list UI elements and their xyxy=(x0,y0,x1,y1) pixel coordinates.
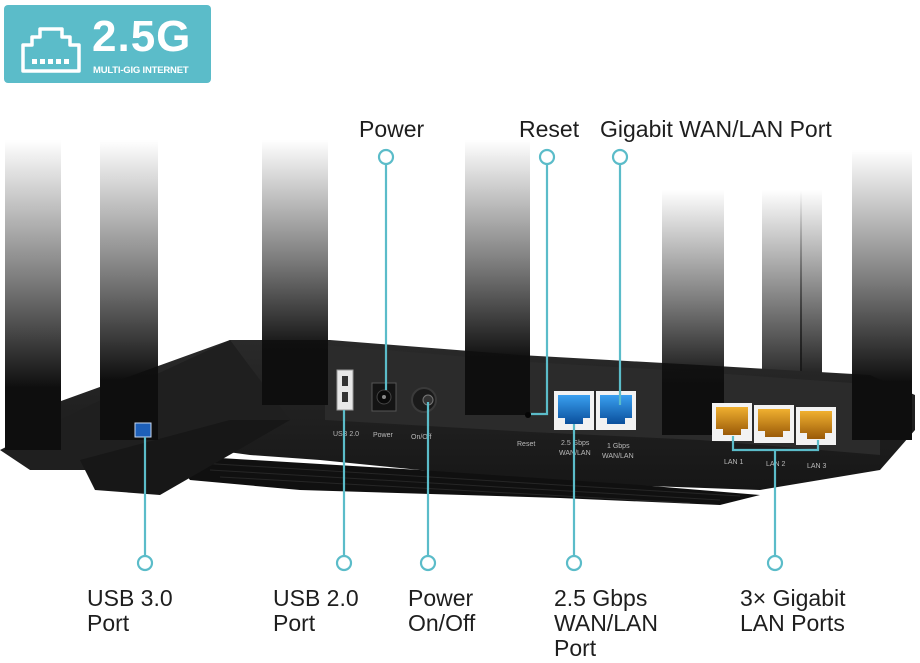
callout-marker-usb3 xyxy=(136,554,154,572)
callout-label-power: Power xyxy=(359,116,425,142)
usb3-port xyxy=(134,422,152,438)
label-line: 2.5 Gbps xyxy=(554,585,648,611)
callout-label-wan-2-5: 2.5 Gbps WAN/LAN Port xyxy=(554,586,658,661)
label-line: LAN Ports xyxy=(740,610,845,636)
wan1-label-1: 1 Gbps xyxy=(607,443,630,450)
callout-marker-lan xyxy=(766,554,784,572)
lan-port-2 xyxy=(754,405,794,443)
callout-marker-usb2 xyxy=(335,554,353,572)
callout-marker-gigabit-wan xyxy=(611,148,629,166)
callout-marker-reset xyxy=(538,148,556,166)
lan1-label: LAN 1 xyxy=(724,459,744,466)
label-line: Port xyxy=(273,610,316,636)
callout-marker-power xyxy=(377,148,395,166)
callout-label-power-onoff: Power On/Off xyxy=(408,586,475,636)
callout-label-gigabit-wan-lan: Gigabit WAN/LAN Port xyxy=(600,116,832,142)
antenna xyxy=(262,140,328,405)
ethernet-port-icon xyxy=(21,27,81,73)
wan-port-2-5g xyxy=(554,391,594,430)
label-line: Port xyxy=(554,635,597,661)
label-line: On/Off xyxy=(408,610,476,636)
antenna xyxy=(100,140,158,440)
onoff-port-label: On/Off xyxy=(411,434,432,441)
wan-port-1g xyxy=(596,391,636,430)
usb2-port-label: USB 2.0 xyxy=(333,431,359,438)
label-line: USB 3.0 xyxy=(87,585,173,611)
antenna xyxy=(662,190,724,435)
badge-subtitle: MULTI-GIG INTERNET xyxy=(93,65,189,76)
antenna xyxy=(465,140,530,415)
reset-port-label: Reset xyxy=(517,441,535,448)
lan-port-1 xyxy=(712,403,752,441)
multi-gig-badge: 2.5G MULTI-GIG INTERNET xyxy=(4,5,211,83)
power-port-label: Power xyxy=(373,432,394,439)
label-line: 3× Gigabit xyxy=(740,585,846,611)
callout-label-usb3: USB 3.0 Port xyxy=(87,586,173,636)
badge-title: 2.5G xyxy=(92,12,192,61)
reset-hole xyxy=(525,412,531,418)
antenna xyxy=(5,140,61,450)
callout-label-reset: Reset xyxy=(519,116,580,142)
callout-label-usb2: USB 2.0 Port xyxy=(273,586,359,636)
antenna xyxy=(800,190,822,420)
label-line: WAN/LAN xyxy=(554,610,658,636)
antenna xyxy=(852,150,912,440)
callout-marker-power-onoff xyxy=(419,554,437,572)
callout-marker-wan-2-5 xyxy=(565,554,583,572)
callout-label-lan: 3× Gigabit LAN Ports xyxy=(740,586,846,636)
wan1-label-2: WAN/LAN xyxy=(602,453,634,460)
label-line: Port xyxy=(87,610,130,636)
label-line: Power xyxy=(408,585,474,611)
lan3-label: LAN 3 xyxy=(807,463,827,470)
label-line: USB 2.0 xyxy=(273,585,359,611)
vent-grille xyxy=(170,455,760,505)
lan-port-3 xyxy=(796,407,836,445)
wan25-label-1: 2.5 Gbps xyxy=(561,440,590,447)
